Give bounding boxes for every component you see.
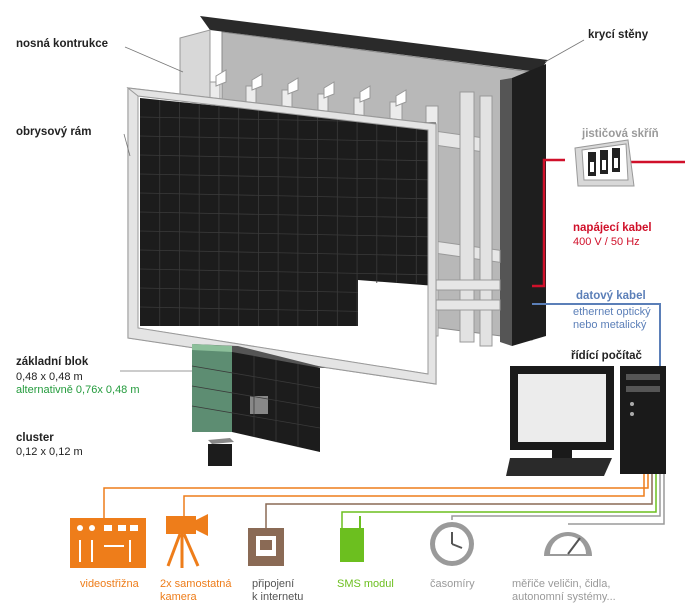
label-datovy-title: datový kabel [576, 290, 646, 302]
label-jisticova: jističová skříň [582, 128, 659, 140]
label-zakladni-title: základní blok [16, 356, 89, 368]
led-panel [139, 98, 437, 326]
label-ridici: řídící počítač [571, 350, 642, 362]
cover-wall-top [200, 16, 548, 72]
device-cables [103, 474, 665, 530]
gauge-icon [544, 532, 592, 556]
device-label-1b: kamera [160, 591, 197, 603]
right-cover-wall [512, 64, 546, 346]
device-label-1a: 2x samostatná [160, 578, 232, 590]
device-label-5a: měřiče veličin, čidla, [512, 578, 611, 590]
device-label-5b: autonomní systémy... [512, 591, 616, 603]
clock-icon [430, 522, 474, 566]
label-obrysovy: obrysový rám [16, 126, 92, 138]
label-zakladni-dim: 0,48 x 0,48 m [16, 371, 83, 383]
internet-jack-icon [248, 528, 284, 566]
device-label-2b: k internetu [252, 591, 304, 603]
video-switch-icon [70, 518, 146, 568]
sms-module-icon [340, 516, 364, 562]
label-napajeci-sub: 400 V / 50 Hz [573, 236, 640, 248]
basic-block-grid [191, 355, 321, 448]
label-datovy-sub1: ethernet optický [573, 306, 651, 318]
device-label-4: časomíry [430, 578, 475, 590]
device-label-2a: připojení [252, 578, 295, 590]
cluster [208, 438, 234, 466]
right-cover-edge [500, 78, 512, 346]
label-zakladni-alt: alternativně 0,76x 0,48 m [16, 384, 140, 396]
label-kryci: krycí stěny [588, 29, 649, 41]
breaker-box [574, 139, 635, 187]
camera-icon [166, 514, 208, 568]
device-label-3: SMS modul [337, 578, 394, 590]
label-cluster-title: cluster [16, 432, 54, 444]
leader-lines [120, 39, 585, 372]
label-datovy-sub2: nebo metalický [573, 319, 647, 331]
control-computer [506, 366, 666, 476]
label-napajeci-title: napájecí kabel [573, 222, 652, 234]
label-nosna: nosná kontrukce [16, 38, 109, 50]
device-label-0: videostřižna [80, 578, 139, 590]
power-cable [532, 158, 565, 288]
data-cable [532, 303, 661, 366]
label-cluster-dim: 0,12 x 0,12 m [16, 446, 83, 458]
